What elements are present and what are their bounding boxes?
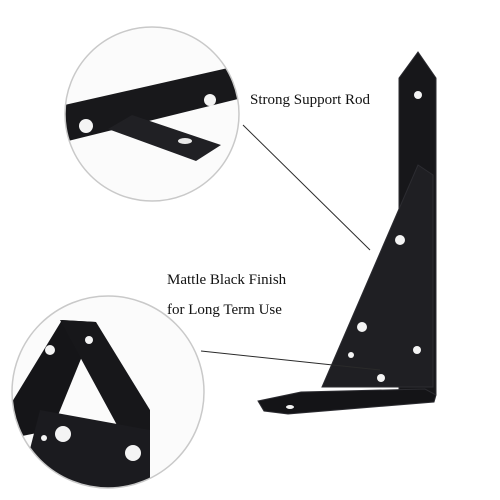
mounting-hole xyxy=(413,346,421,354)
bracket-main xyxy=(257,51,437,415)
zoom-circle-border xyxy=(64,26,240,202)
caption-strong-support-rod: Strong Support Rod xyxy=(250,92,371,108)
bracket-base-plate xyxy=(257,388,437,415)
mounting-hole xyxy=(286,405,294,409)
zoom-circle-top xyxy=(64,26,240,202)
mounting-hole xyxy=(377,374,385,382)
mounting-hole xyxy=(414,91,422,99)
bracket-diagonal-brace xyxy=(321,164,434,388)
caption-long-term-use: for Long Term Use xyxy=(167,302,282,318)
caption-mattle-black-finish: Mattle Black Finish xyxy=(167,272,287,288)
leader-line-top xyxy=(242,124,371,251)
zoom-circle-border xyxy=(11,295,205,489)
mounting-hole xyxy=(348,352,354,358)
leader-line-bottom xyxy=(200,350,381,371)
mounting-hole xyxy=(357,322,367,332)
mounting-hole xyxy=(395,235,405,245)
zoom-circle-bottom xyxy=(11,295,205,489)
